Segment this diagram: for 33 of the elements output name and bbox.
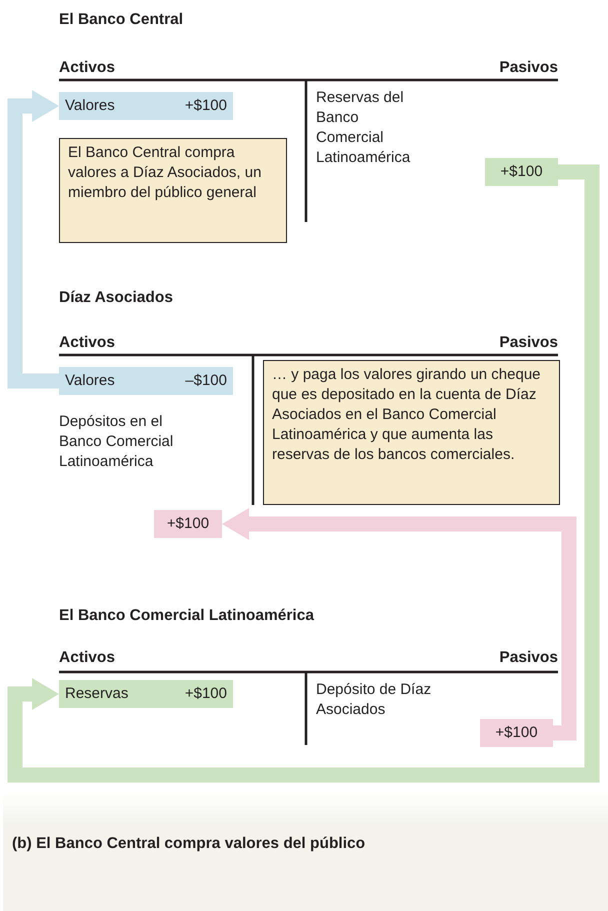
note-box: El Banco Central compra valores a Díaz Asociados, un miembro del público general xyxy=(59,138,287,243)
section-heading: El Banco Central xyxy=(59,10,184,30)
entry-bar xyxy=(59,680,233,708)
amount: +$100 xyxy=(166,514,210,534)
column-heading: Activos xyxy=(59,58,116,78)
amount: +$100 xyxy=(184,684,227,704)
account-entry: Depósitos en el Banco Comercial Latinoamérica xyxy=(59,412,174,472)
flow-arrow xyxy=(222,508,576,740)
section-heading: Díaz Asociados xyxy=(59,288,174,308)
amount: +$100 xyxy=(500,162,543,182)
column-heading: Pasivos xyxy=(498,333,558,353)
amount: +$100 xyxy=(495,723,538,743)
section-heading: El Banco Comercial Latinoamérica xyxy=(59,606,316,626)
amount-bar xyxy=(154,510,222,538)
entry-bar xyxy=(59,92,233,120)
note-box: … y paga los valores girando un cheque que es depositado en la cuenta de Díaz Asociados en el Banco Comercial Latinoamérica y que aumenta las reservas de los bancos comerciales. xyxy=(263,360,560,505)
entry-bar xyxy=(59,367,233,395)
column-heading: Activos xyxy=(59,648,116,668)
account-entry: Depósito de Díaz Asociados xyxy=(316,680,432,720)
caption: (b) El Banco Central compra valores del público xyxy=(12,834,366,854)
amount-bar xyxy=(485,158,558,186)
flow-arrow xyxy=(8,90,59,388)
item-name: Reservas xyxy=(65,684,128,704)
account-entry: Reservas del Banco Comercial Latinoamérica xyxy=(316,88,412,168)
flow-arrow xyxy=(8,164,600,782)
amount: +$100 xyxy=(184,96,227,116)
item-name: Valores xyxy=(65,96,115,116)
amount-bar xyxy=(480,719,553,747)
amount: –$100 xyxy=(185,371,227,391)
column-heading: Pasivos xyxy=(498,58,558,78)
column-heading: Activos xyxy=(59,333,116,353)
column-heading: Pasivos xyxy=(498,648,558,668)
item-name: Valores xyxy=(65,371,115,391)
